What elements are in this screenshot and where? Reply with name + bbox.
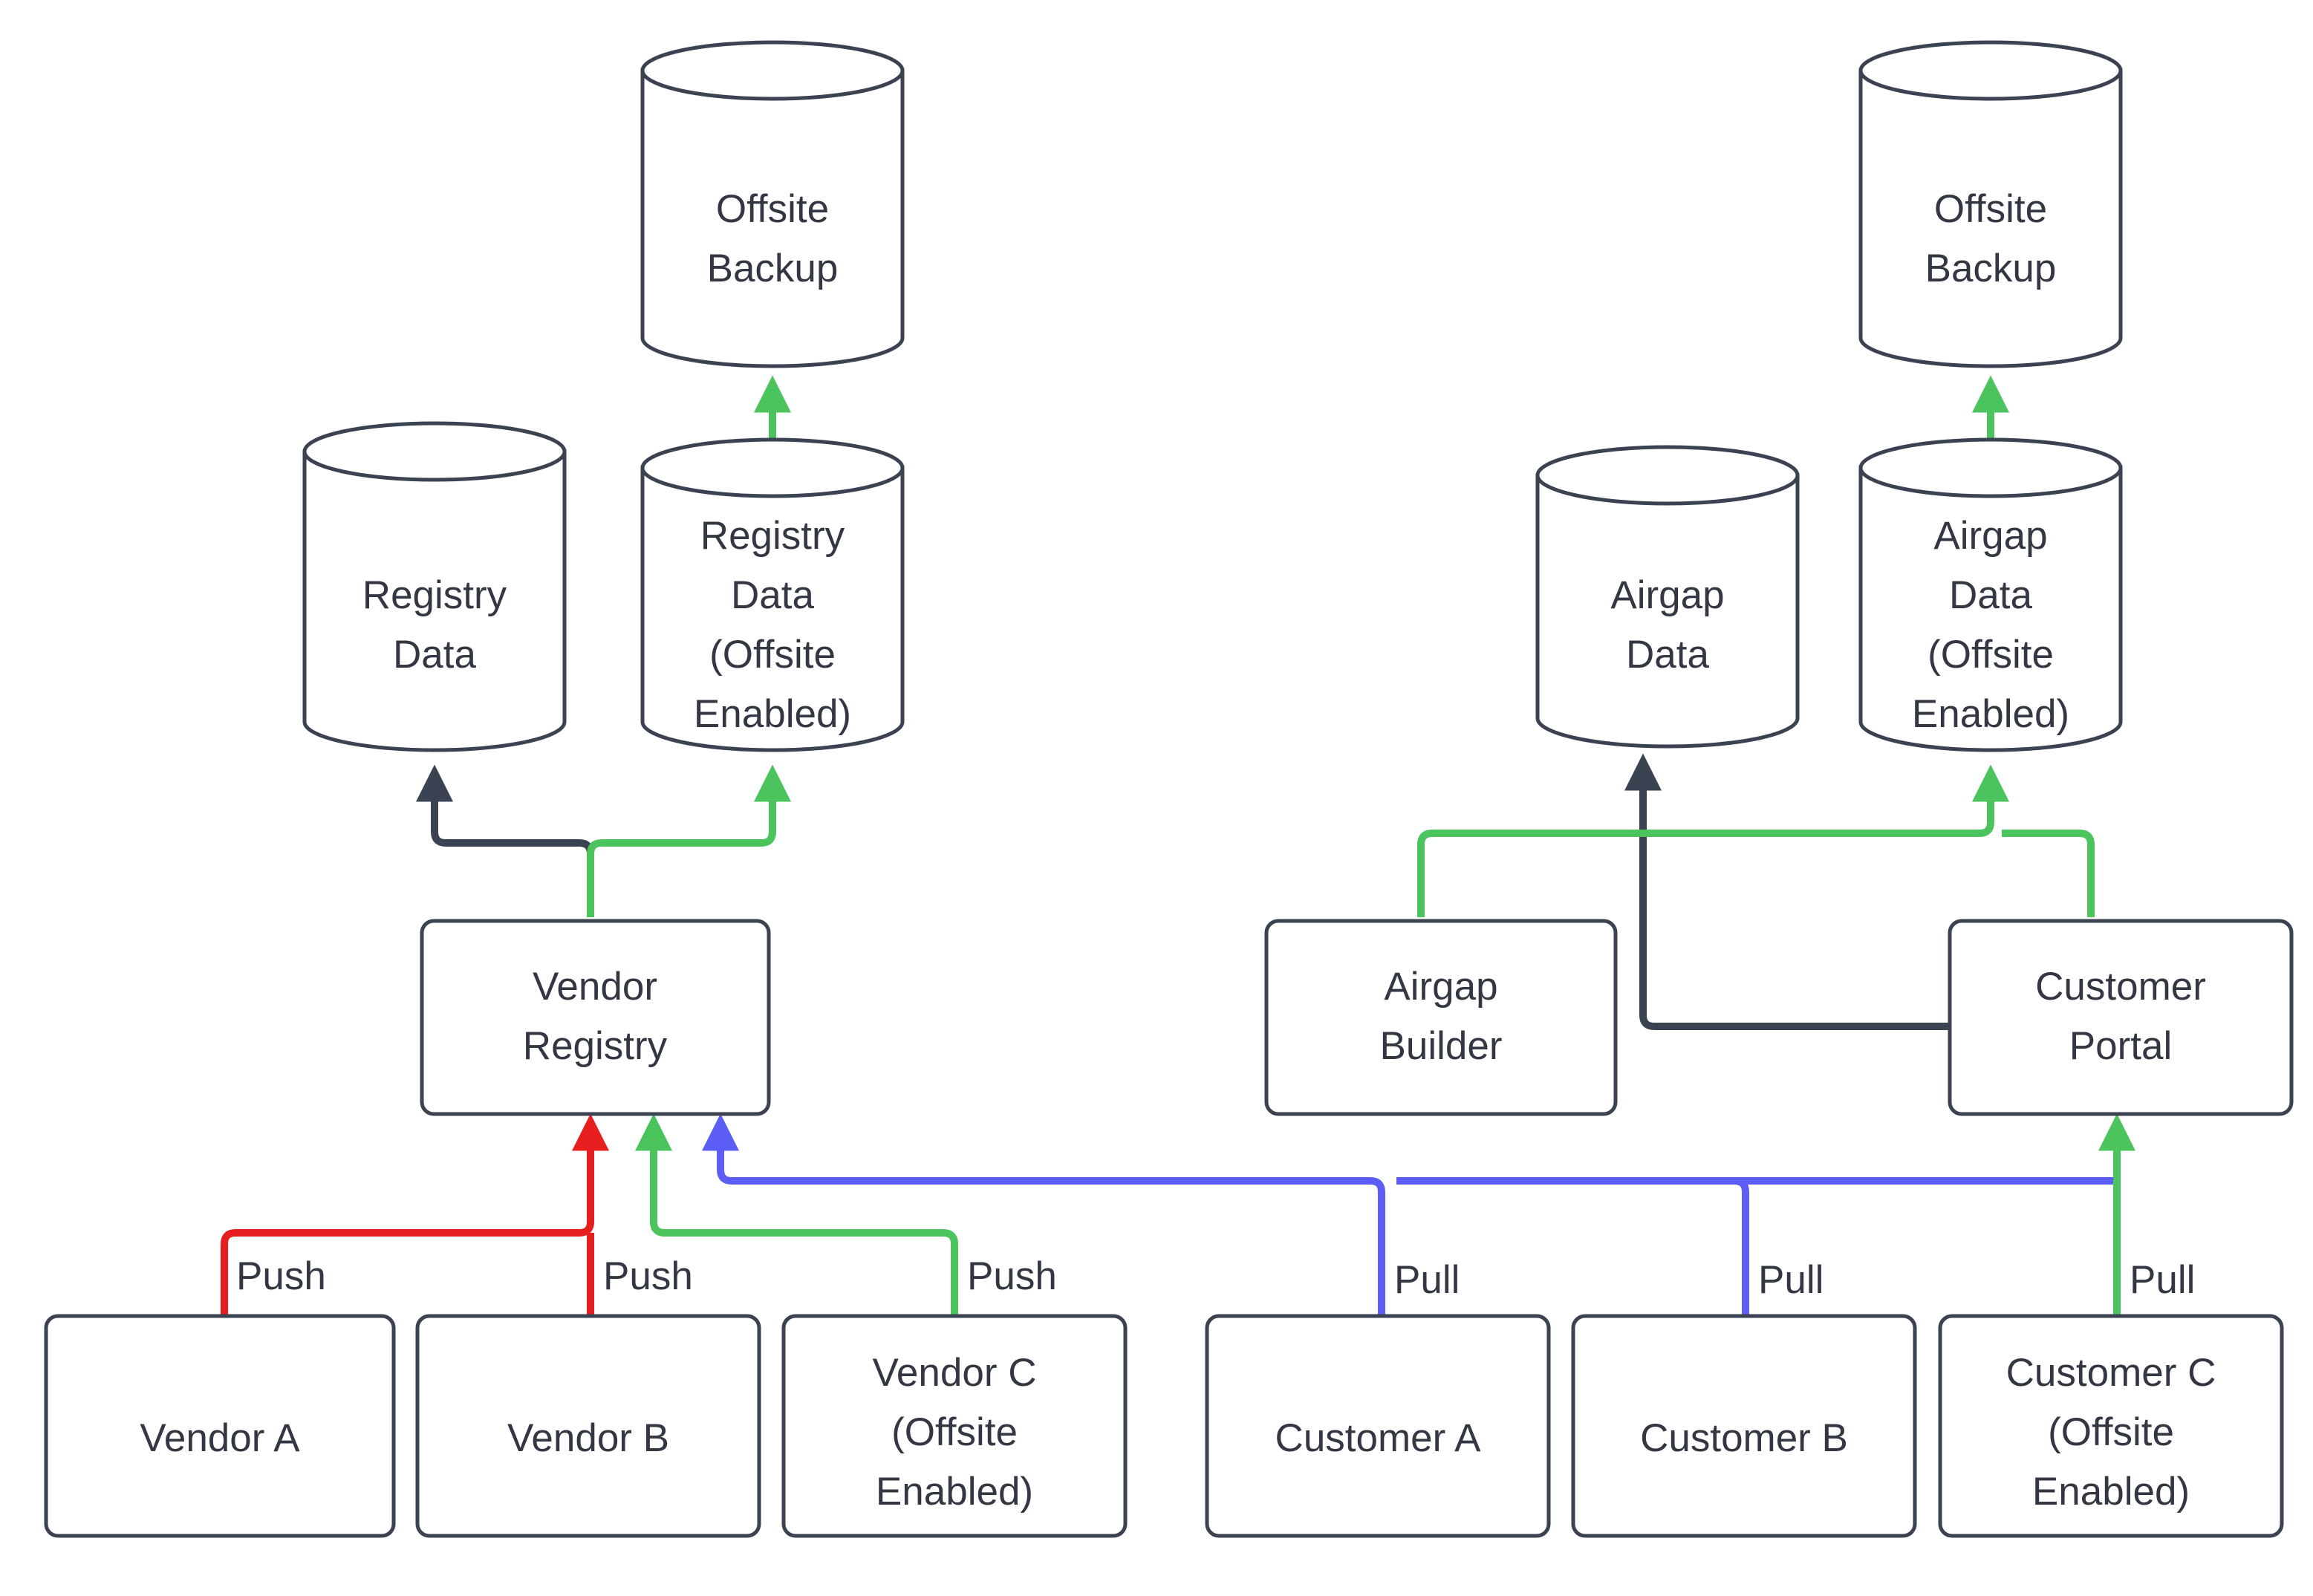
cylinder-body	[640, 68, 905, 368]
node-label-line: Enabled)	[1912, 692, 2069, 736]
cylinder-top	[1535, 445, 1800, 506]
node-label-line: Customer C	[2006, 1351, 2216, 1395]
edge-label-layer: Push Push Push Pull Pull Pull	[236, 1254, 2195, 1302]
cylinder-top	[640, 40, 905, 101]
node-label-line: Vendor C	[873, 1351, 1037, 1395]
edge-label-vendor-c-push: Push	[967, 1254, 1057, 1298]
node-label-line: Data	[1949, 573, 2032, 617]
node-label-line: Enabled)	[876, 1470, 1033, 1514]
node-label-line: (Offsite	[891, 1410, 1018, 1454]
node-box	[415, 1314, 761, 1538]
node-label-line: Airgap	[1384, 965, 1497, 1009]
edge-airgap-builder-to-airgap-data-offsite	[1417, 764, 2009, 917]
node-label-line: Airgap	[1610, 573, 1724, 617]
node-label-line: Registry	[700, 514, 845, 558]
cylinder-body	[1858, 68, 2123, 368]
node-label-line: Portal	[2069, 1024, 2172, 1068]
cylinder-top	[1858, 40, 2123, 101]
node-label-line: Customer	[2035, 965, 2206, 1009]
node-registry-data-offsite[interactable]: Registry Data (Offsite Enabled)	[640, 437, 905, 752]
node-box	[1948, 919, 2294, 1116]
node-customer-a[interactable]: Customer A	[1205, 1314, 1551, 1538]
edge-layer	[221, 375, 2135, 1316]
node-box	[420, 919, 771, 1116]
node-box	[1938, 1314, 2284, 1538]
cylinder-body	[640, 466, 905, 752]
node-airgap-data-offsite[interactable]: Airgap Data (Offsite Enabled)	[1858, 437, 2123, 752]
node-label-line: Customer B	[1640, 1416, 1848, 1460]
node-registry-data[interactable]: Registry Data	[302, 421, 567, 752]
edge-label-customer-a-pull: Pull	[1394, 1258, 1460, 1302]
cylinder-top	[302, 421, 567, 482]
node-label-line: Airgap	[1933, 514, 2047, 558]
node-vendor-a[interactable]: Vendor A	[44, 1314, 396, 1538]
edge-customer-portal-to-airgap-data	[1624, 753, 1953, 1030]
node-vendor-registry[interactable]: Vendor Registry	[420, 919, 771, 1116]
node-label-line: Data	[731, 573, 814, 617]
node-label-line: Data	[393, 633, 476, 677]
node-label-line: Backup	[1925, 247, 2057, 290]
edge-label-customer-c-pull: Pull	[2130, 1258, 2195, 1302]
edge-vendor-registry-to-registry-data-offsite	[587, 764, 791, 917]
node-box	[1571, 1314, 1917, 1538]
node-label-line: Builder	[1380, 1024, 1503, 1068]
node-offsite-backup-left[interactable]: Offsite Backup	[640, 40, 905, 368]
edge-customer-a-pull	[702, 1113, 1385, 1316]
node-label-line: (Offsite	[2048, 1410, 2174, 1454]
node-customer-portal[interactable]: Customer Portal	[1948, 919, 2294, 1116]
node-label-line: Customer A	[1275, 1416, 1482, 1460]
node-vendor-b[interactable]: Vendor B	[415, 1314, 761, 1538]
edge-label-vendor-b-push: Push	[603, 1254, 693, 1298]
edge-vendor-registry-to-registry-data	[416, 764, 594, 917]
node-box	[1205, 1314, 1551, 1538]
node-offsite-backup-right[interactable]: Offsite Backup	[1858, 40, 2123, 368]
node-label-line: (Offsite	[1928, 633, 2054, 677]
node-box	[781, 1314, 1128, 1538]
node-label-line: Data	[1626, 633, 1709, 677]
edge-label-customer-b-pull: Pull	[1758, 1258, 1824, 1302]
node-vendor-c[interactable]: Vendor C (Offsite Enabled)	[781, 1314, 1128, 1538]
edge-vendor-c-push	[635, 1113, 958, 1316]
node-label-line: Registry	[362, 573, 507, 617]
node-label-line: Enabled)	[694, 692, 851, 736]
cylinder-body	[302, 449, 567, 752]
node-label-line: Vendor A	[140, 1416, 300, 1460]
edge-label-vendor-a-push: Push	[236, 1254, 326, 1298]
cylinder-body	[1858, 466, 2123, 752]
node-box	[44, 1314, 396, 1538]
node-airgap-builder[interactable]: Airgap Builder	[1264, 919, 1618, 1116]
node-label-line: (Offsite	[709, 633, 836, 677]
cylinder-top	[640, 437, 905, 498]
node-label-line: Offsite	[716, 187, 829, 231]
node-box	[1264, 919, 1618, 1116]
node-label-line: Vendor B	[507, 1416, 669, 1460]
node-label-line: Vendor	[533, 965, 657, 1009]
node-label-line: Registry	[523, 1024, 668, 1068]
cylinder-top	[1858, 437, 2123, 498]
node-label-line: Backup	[707, 247, 839, 290]
edge-customer-portal-to-airgap-data-offsite	[2002, 830, 2095, 917]
node-label-line: Enabled)	[2032, 1470, 2190, 1514]
node-label-line: Offsite	[1934, 187, 2047, 231]
cylinder-body	[1535, 473, 1800, 749]
node-airgap-data[interactable]: Airgap Data	[1535, 445, 1800, 749]
node-customer-c[interactable]: Customer C (Offsite Enabled)	[1938, 1314, 2284, 1538]
edge-vendor-a-push	[221, 1113, 609, 1316]
node-customer-b[interactable]: Customer B	[1571, 1314, 1917, 1538]
